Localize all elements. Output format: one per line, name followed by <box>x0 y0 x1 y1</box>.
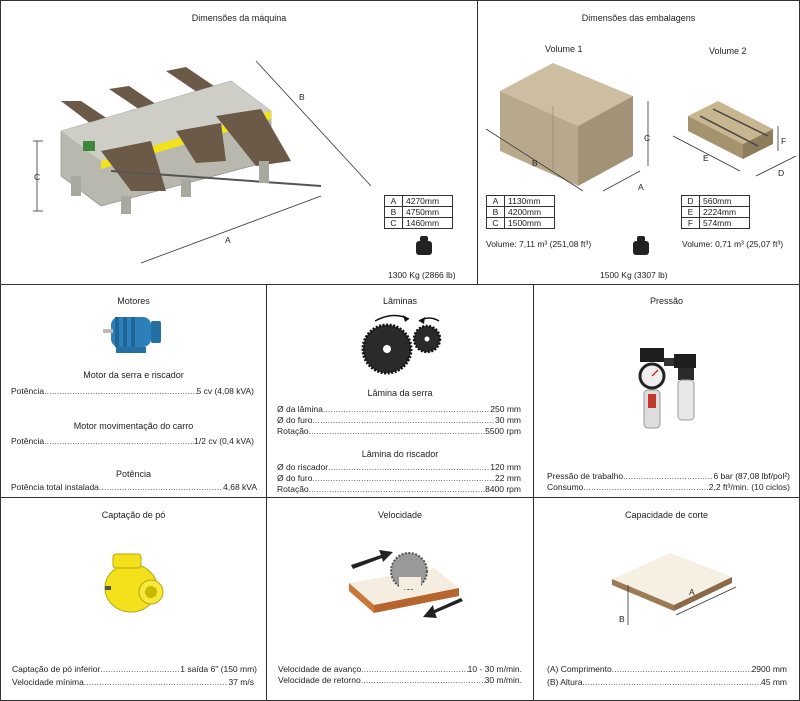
machine-dimensions-panel: Dimensões da máquina C A <box>0 0 478 285</box>
packaging-weight: 1500 Kg (3307 lb) <box>600 270 668 280</box>
weight-icon <box>633 236 649 255</box>
volume2-label-f: F <box>781 136 787 146</box>
cutting-capacity-panel: Capacidade de corte A B (A) Comprimento2… <box>533 497 800 701</box>
speed-panel: Velocidade Velocidade de avanço10 - 30 m… <box>266 497 534 701</box>
motor-carriage-power-row: Potência1/2 cv (0,4 kVA) <box>11 436 254 447</box>
volume2-label-e: E <box>703 153 709 163</box>
dust-collection-panel: Captação de pó Captação de pó inferior1 … <box>0 497 267 701</box>
cut-height-row: (B) Altura45 mm <box>547 677 787 688</box>
pressure-panel: Pressão Pressão de trabalho6 bar (87,08 … <box>533 284 800 498</box>
packaging-dimensions-panel: Dimensões das embalagens Volume 1 Volume… <box>477 0 800 285</box>
machine-dimensions-title: Dimensões da máquina <box>191 13 287 23</box>
dust-min-speed-row: Velocidade mínima37 m/s <box>12 677 254 688</box>
motor-saw-heading: Motor da serra e riscador <box>83 370 184 380</box>
machine-weight: 1300 Kg (2866 lb) <box>388 270 456 280</box>
machine-label-a: A <box>225 235 231 245</box>
saw-feed-illustration <box>349 550 463 618</box>
speed-title: Velocidade <box>377 510 423 520</box>
cut-label-b: B <box>619 614 625 624</box>
motor-carriage-heading: Motor movimentação do carro <box>73 421 194 431</box>
scorer-diameter-row: Ø do riscador120 mm <box>277 462 521 473</box>
scorer-bore-row: Ø do furo22 mm <box>277 473 521 484</box>
volume1-label-b: B <box>532 158 538 168</box>
saw-blade-bore-row: Ø do furo30 mm <box>277 415 521 426</box>
feed-speed-row: Velocidade de avanço10 - 30 m/min. <box>278 664 522 675</box>
machine-label-b: B <box>299 92 305 102</box>
dust-outlet-row: Captação de pó inferior1 saída 6" (150 m… <box>12 664 257 675</box>
volume1-label-c: C <box>644 133 651 143</box>
weight-icon <box>416 236 432 255</box>
volume2-label-d: D <box>778 168 785 178</box>
saw-blades-icon <box>361 314 442 375</box>
machine-label-c: C <box>34 172 41 182</box>
saw-blade-rotation-row: Rotação5500 rpm <box>277 426 521 437</box>
power-heading: Potência <box>115 469 152 479</box>
scorer-rotation-row: Rotação8400 rpm <box>277 484 521 495</box>
packaging-dimensions-title: Dimensões das embalagens <box>581 13 696 23</box>
cutting-capacity-title: Capacidade de corte <box>624 510 709 520</box>
dust-collection-title: Captação de pó <box>101 510 166 520</box>
dust-extractor-icon <box>104 553 164 613</box>
blades-title: Lâminas <box>382 296 418 306</box>
pressure-title: Pressão <box>649 296 684 306</box>
volume2-volume: Volume: 0,71 m³ (25,07 ft³) <box>682 239 784 249</box>
air-consumption-row: Consumo2,2 ft³/min. (10 ciclos) <box>547 482 790 493</box>
cut-label-a: A <box>689 587 695 597</box>
air-regulator-icon <box>638 348 696 429</box>
return-speed-row: Velocidade de retorno30 m/min. <box>278 675 522 686</box>
saw-blade-diameter-row: Ø da lâmina250 mm <box>277 404 521 415</box>
saw-blade-heading: Lâmina da serra <box>367 388 433 398</box>
volume2-title: Volume 2 <box>709 46 747 56</box>
motor-icon <box>103 317 161 353</box>
volume1-title: Volume 1 <box>545 44 583 54</box>
working-pressure-row: Pressão de trabalho6 bar (87,08 lbf/pol²… <box>547 471 790 482</box>
machine-illustration <box>33 60 432 264</box>
motors-panel: Motores Motor da serra e riscador Potênc… <box>0 284 267 498</box>
cut-length-row: (A) Comprimento2900 mm <box>547 664 787 675</box>
blades-panel: Lâminas Lâmina da serra Ø da lâmina250 m… <box>266 284 534 498</box>
packaging-illustration <box>485 63 797 255</box>
volume1-label-a: A <box>638 182 644 192</box>
panel-board-illustration <box>612 553 737 625</box>
volume1-volume: Volume: 7,11 m³ (251,08 ft³) <box>486 239 592 249</box>
scorer-blade-heading: Lâmina do riscador <box>361 449 439 459</box>
motor-saw-power-row: Potência5 cv (4,08 kVA) <box>11 386 254 397</box>
total-power-row: Potência total instalada4,68 kVA <box>11 482 257 493</box>
motors-title: Motores <box>117 296 150 306</box>
